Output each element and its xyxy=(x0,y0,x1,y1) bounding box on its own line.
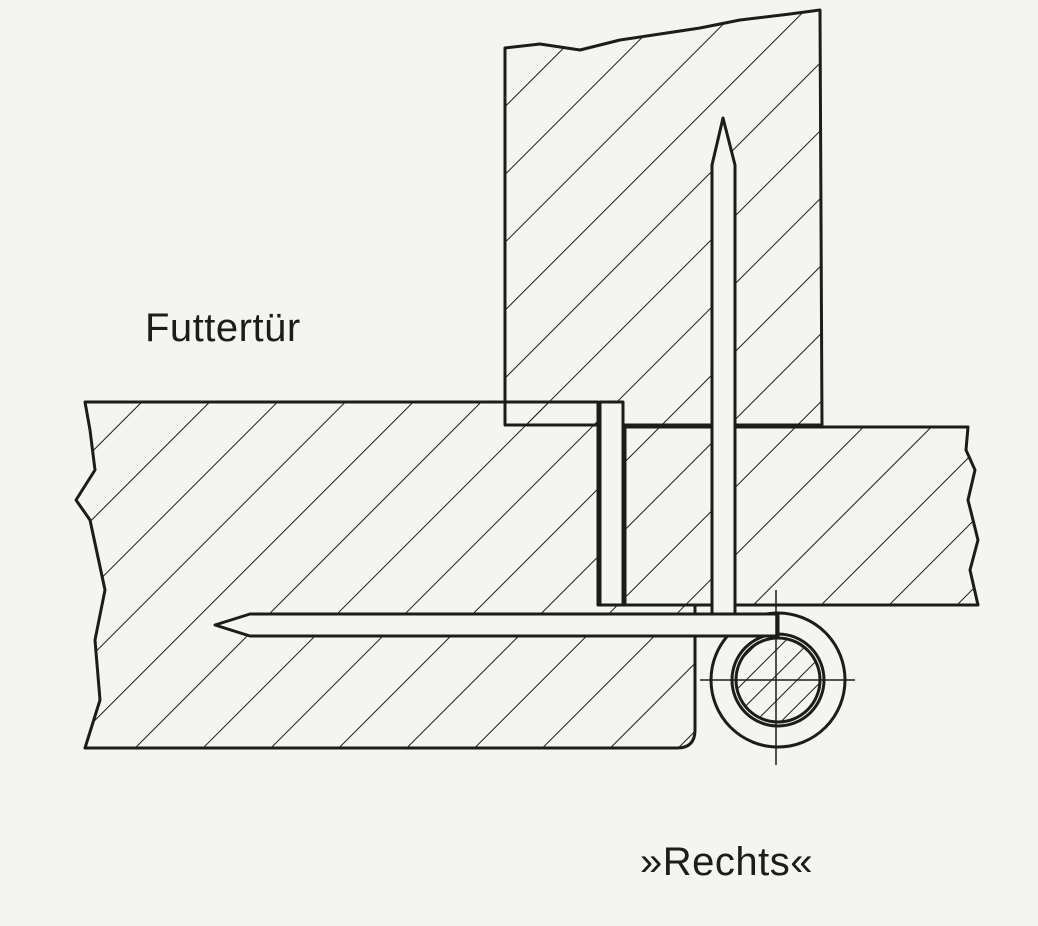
wall-board xyxy=(623,425,980,607)
center-lines xyxy=(700,590,855,765)
vertical-nail xyxy=(710,116,737,616)
door-board xyxy=(74,400,697,750)
frame-board xyxy=(503,8,824,427)
door-rebate-strip xyxy=(598,400,625,607)
hinge-side-label: »Rechts« xyxy=(640,840,813,884)
door-type-label: Futtertür xyxy=(145,306,301,350)
horizontal-nail xyxy=(213,612,780,638)
